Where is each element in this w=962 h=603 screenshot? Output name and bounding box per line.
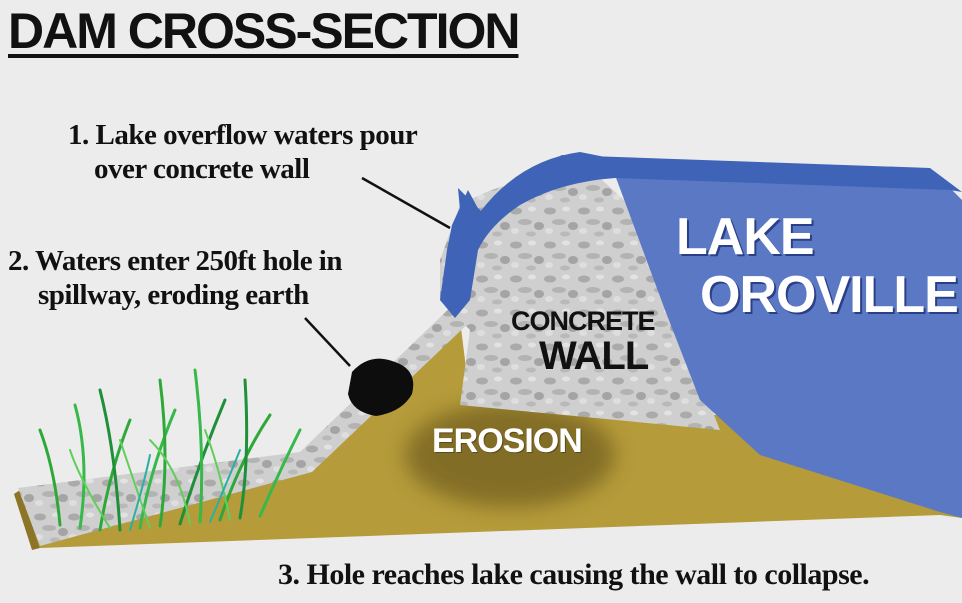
annotation-step3: 3. Hole reaches lake causing the wall to…	[278, 558, 870, 591]
annotation-step1: 1. Lake overflow waters pour over concre…	[68, 118, 418, 186]
arrow-head	[458, 188, 492, 232]
pointer-line-step2	[304, 317, 351, 367]
annotation-step2: 2. Waters enter 250ft hole in spillway, …	[8, 244, 343, 312]
erosion-label: EROSION	[432, 422, 583, 460]
earth-ground-edge	[14, 490, 40, 550]
pointer-line-step1	[361, 176, 451, 230]
lake-body	[615, 175, 962, 518]
lake-surface-edge	[560, 155, 962, 192]
concrete-wall-label-line1: CONCRETE	[511, 306, 656, 336]
annotation-step2-line2: spillway, eroding earth	[38, 279, 309, 311]
lake-label-line1: LAKE	[676, 208, 815, 266]
overflow-water-arrow	[440, 152, 620, 318]
grass-tufts	[38, 368, 302, 532]
spillway-hole	[348, 358, 414, 416]
concrete-wall	[440, 176, 720, 430]
annotation-step1-line2: over concrete wall	[94, 153, 310, 185]
concrete-wall-label-line2: WALL	[539, 334, 649, 378]
concrete-wall-label: CONCRETE WALL	[511, 306, 656, 378]
lake-label: LAKE OROVILLE	[676, 208, 959, 324]
page-title: DAM CROSS-SECTION	[8, 3, 520, 59]
annotation-step2-line1: 2. Waters enter 250ft hole in	[8, 245, 343, 277]
erosion-shadow	[405, 403, 615, 507]
annotation-step1-line1: 1. Lake overflow waters pour	[68, 119, 418, 151]
spillway-channel	[18, 300, 474, 546]
lake-label-line2: OROVILLE	[700, 266, 959, 324]
